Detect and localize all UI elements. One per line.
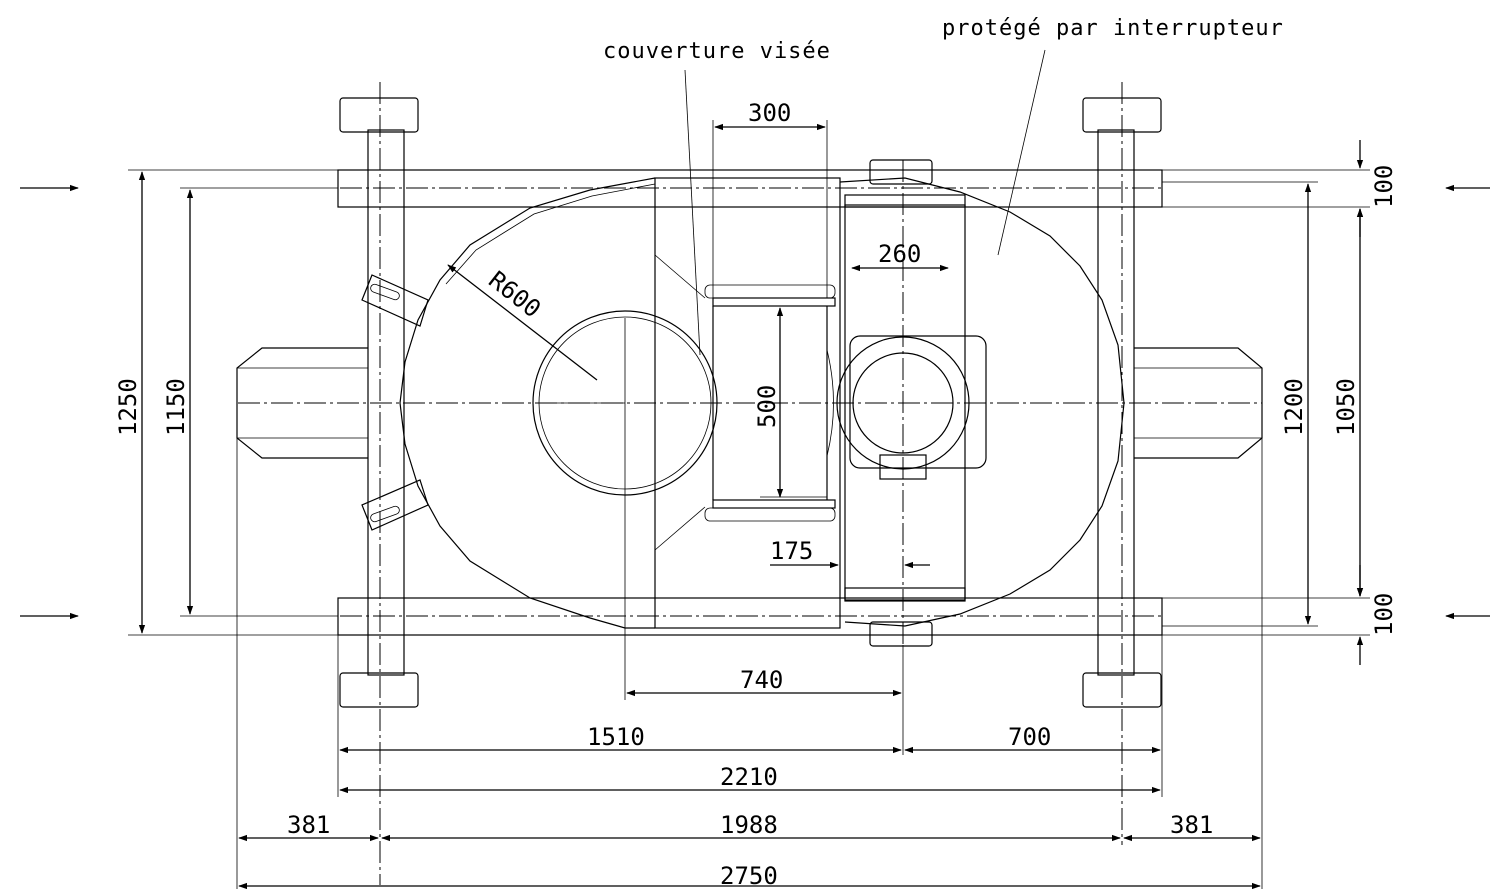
labels: couverture visée protégé par interrupteu…	[114, 16, 1398, 889]
motor-assembly	[836, 159, 987, 647]
frame	[236, 97, 1263, 708]
dim-740: 740	[740, 666, 783, 694]
dim-1050: 1050	[1332, 378, 1360, 436]
dim-1200: 1200	[1280, 378, 1308, 436]
dim-1150: 1150	[162, 378, 190, 436]
dim-300: 300	[748, 99, 791, 127]
cover-housing	[654, 177, 841, 629]
dim-500: 500	[753, 385, 781, 428]
dim-175: 175	[770, 537, 813, 565]
body-outline	[399, 177, 1125, 629]
dimension-lines	[128, 49, 1370, 889]
dim-381-left: 381	[287, 811, 330, 839]
dim-100-top: 100	[1370, 165, 1398, 208]
dim-1988: 1988	[720, 811, 778, 839]
dim-100-bottom: 100	[1370, 593, 1398, 636]
annotation-cover: couverture visée	[603, 39, 831, 64]
dim-1250: 1250	[114, 378, 142, 436]
annotation-protected: protégé par interrupteur	[942, 16, 1284, 41]
dim-381-right: 381	[1170, 811, 1213, 839]
dim-2750: 2750	[720, 862, 778, 889]
dim-r600: R600	[483, 266, 546, 324]
dim-700: 700	[1008, 723, 1051, 751]
dim-1510: 1510	[587, 723, 645, 751]
dim-2210: 2210	[720, 763, 778, 791]
dim-260: 260	[878, 240, 921, 268]
direction-arrows	[20, 184, 1490, 620]
